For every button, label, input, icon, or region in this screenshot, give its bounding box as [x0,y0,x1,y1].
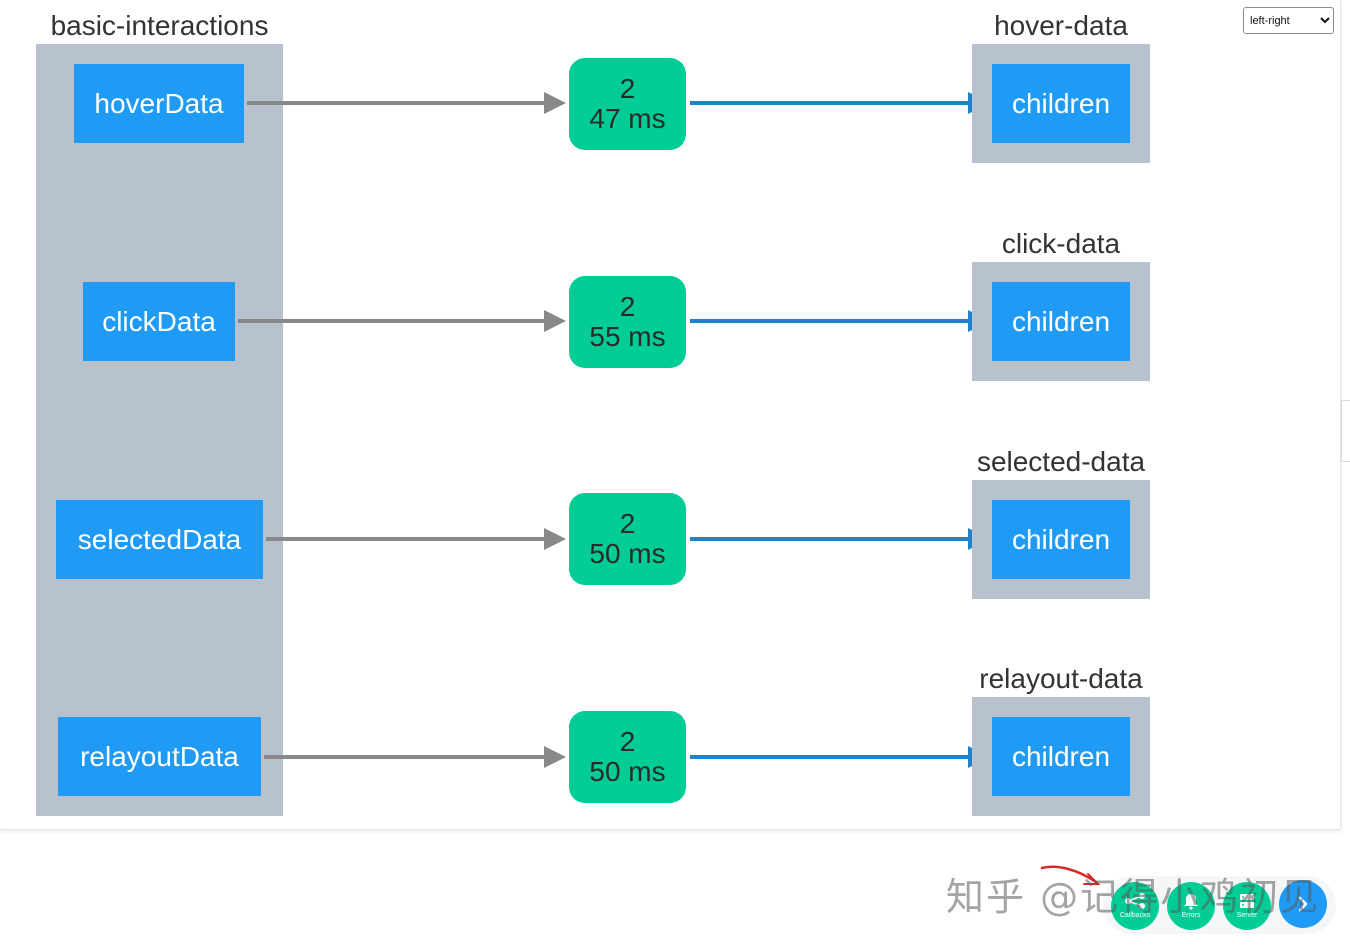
edge-arrowhead [544,528,566,550]
callback-node-4[interactable]: 2 50 ms [569,711,686,803]
watermark-text: 知乎 @记得小鸡初见 [946,875,1321,919]
callback-node-2[interactable]: 2 55 ms [569,276,686,368]
debug-server-button[interactable]: Server [1223,882,1271,930]
callback-duration: 55 ms [589,321,666,352]
debug-errors-label: Errors [1181,912,1201,919]
output-prop-children[interactable]: children [992,282,1130,361]
input-prop-relayoutdata[interactable]: relayoutData [58,717,261,796]
input-component-cluster [36,44,283,816]
output-cluster-title: hover-data [994,10,1128,41]
debug-server-label: Server [1236,912,1258,919]
input-prop-selecteddata[interactable]: selectedData [56,500,263,579]
callback-duration: 50 ms [589,756,666,787]
output-prop-children[interactable]: children [992,64,1130,143]
input-prop-hoverdata[interactable]: hoverData [74,64,244,143]
chevron-right-icon [1298,896,1308,912]
output-cluster-title: relayout-data [979,663,1143,694]
callback-duration: 47 ms [589,103,666,134]
output-prop-children[interactable]: children [992,717,1130,796]
callback-call-count: 2 [619,291,636,322]
output-cluster-title: click-data [1001,228,1121,259]
debug-menu-toggle-button[interactable] [1279,880,1327,928]
callbacks-icon [1125,893,1145,909]
output-edges [690,92,990,768]
input-edges [238,92,566,768]
callback-call-count: 2 [619,726,636,757]
bell-icon [1184,894,1198,910]
input-component-title: basic-interactions [50,10,269,41]
output-prop-children[interactable]: children [992,500,1130,579]
debug-errors-button[interactable]: Errors [1167,882,1215,930]
edge-arrowhead [544,92,566,114]
input-prop-clickdata[interactable]: clickData [83,282,235,361]
callback-node-3[interactable]: 2 50 ms [569,493,686,585]
callback-duration: 50 ms [589,538,666,569]
callback-graph-panel: basic-interactions hoverData clickData s… [0,0,1341,830]
side-panel-tab[interactable] [1341,400,1350,462]
output-cluster-title: selected-data [976,446,1146,477]
callback-call-count: 2 [619,73,636,104]
callback-node-1[interactable]: 2 47 ms [569,58,686,150]
red-scribble-mark [1040,865,1101,885]
edge-arrowhead [544,310,566,332]
edge-arrowhead [544,746,566,768]
layout-direction-select[interactable]: left-right [1243,7,1334,34]
callback-call-count: 2 [619,508,636,539]
debug-callbacks-button[interactable]: Callbacks [1111,882,1159,930]
server-icon [1240,894,1254,908]
debug-callbacks-label: Callbacks [1119,912,1151,919]
